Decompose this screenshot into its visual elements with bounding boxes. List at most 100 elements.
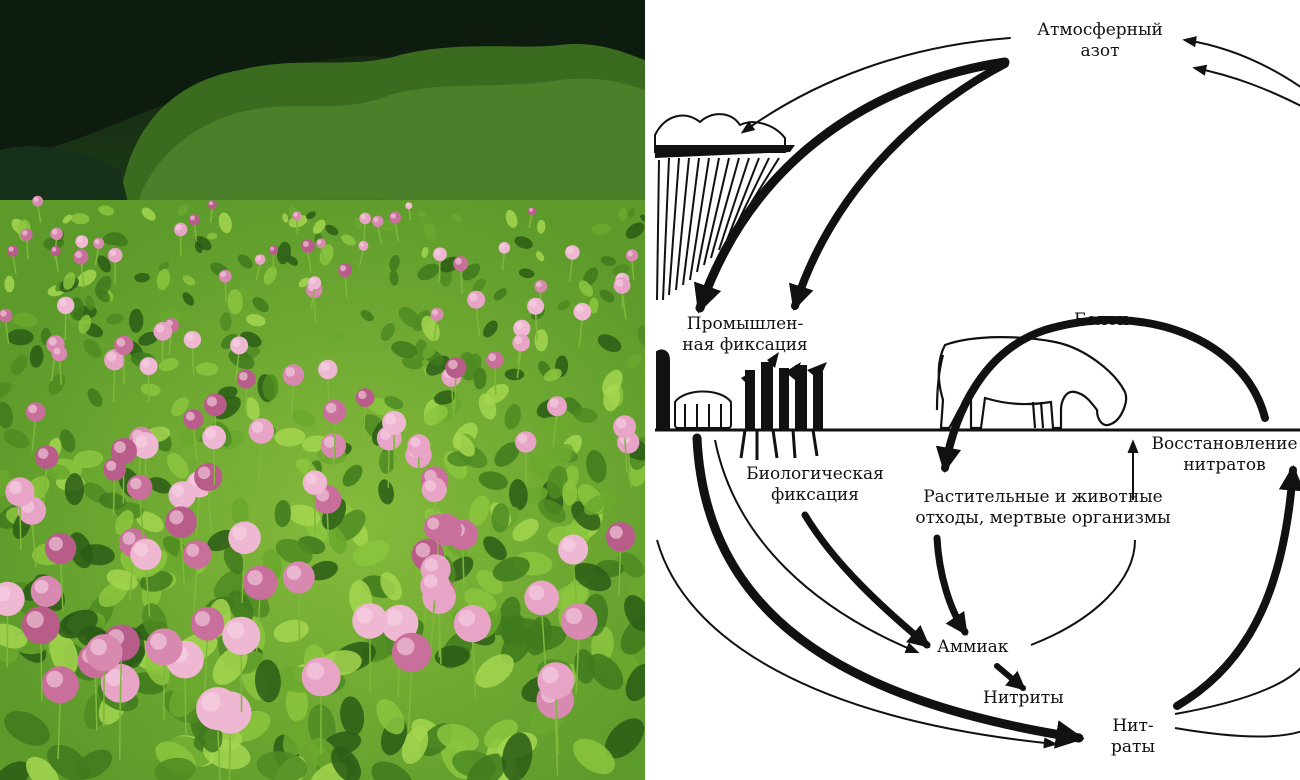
clover-flower-highlight [95,239,100,244]
clover-stem [185,671,186,735]
clover-flower-highlight [340,265,346,271]
clover-flower-highlight [416,543,431,558]
label-waste-line-1: Растительные и животные [883,487,1203,508]
clover-flower-highlight [424,574,438,588]
clover-flower-highlight [256,256,261,261]
clover-flower-highlight [406,203,409,206]
clover-flower-highlight [550,399,559,408]
clover-flower-highlight [287,566,301,580]
label-protein: Белок [1074,310,1128,331]
clover-flower-highlight [114,441,126,453]
clover-flower-highlight [361,214,366,219]
clover-flower-highlight [169,510,183,524]
clover-flower-highlight [307,662,325,680]
clover-flower-highlight [172,485,184,497]
label-waste-line-2: отходы, мертвые организмы [883,508,1203,529]
clover-flower-highlight [435,249,441,255]
clover-flower-highlight [326,403,337,414]
cow-icon [937,337,1126,428]
clover-flower-highlight [358,391,366,399]
clover-flower-highlight [285,367,295,377]
label-atmospheric-nitrogen: Атмосферный азот [1015,20,1185,62]
clover-flower-highlight [9,481,22,494]
clover-flower-highlight [176,225,182,231]
clover-flower-highlight [232,526,247,541]
clover-flower-highlight [310,278,316,284]
clover-flower-highlight [360,242,364,246]
nitrogen-cycle-diagram: Атмосферный азот Промышлен- ная фиксация… [645,0,1300,780]
clover-flower-highlight [542,667,559,684]
clover-flower-highlight [106,461,116,471]
clover-flower-highlight [52,247,57,252]
clover-flower-highlight [515,336,523,344]
clover-flower-highlight [432,309,438,315]
label-nitrates-line-1: Нит- [1093,716,1173,737]
clover-flower-highlight [576,305,584,313]
clover-flower-highlight [628,251,633,256]
clover-field-photo [0,0,645,780]
clover-flower-highlight [252,422,263,433]
clover-flower-highlight [518,434,528,444]
clover-stem [299,587,300,641]
clover-flower-highlight [529,208,533,212]
clover-flower-highlight [46,671,63,688]
factory-icon [657,350,731,428]
clover-leaf [7,329,34,345]
clover-flower-highlight [448,360,458,370]
label-industrial-fixation: Промышлен- ная фиксация [665,314,825,356]
rain-lines [657,158,779,300]
clover-stem [124,351,125,384]
clover-flower-highlight [205,428,216,439]
clover-flower-highlight [293,212,297,216]
label-organic-waste: Растительные и животные отходы, мертвые … [883,487,1203,529]
clover-flower-highlight [38,448,49,459]
label-reduction-line-2: нитратов [1137,455,1300,476]
clover-flower-highlight [317,240,321,244]
label-nitrates-line-2: раты [1093,737,1173,758]
clover-flower-highlight [321,362,330,371]
cloud-base [655,145,795,158]
clover-flower-highlight [54,348,61,355]
clover-flower-highlight [458,610,475,627]
clover-flower-highlight [110,250,117,257]
clover-stem [20,501,21,551]
clover-flower-highlight [107,352,116,361]
plant-icon [741,352,827,460]
clover-flower-highlight [232,339,240,347]
clover-flower-highlight [357,608,373,624]
clover-flower-highlight [529,585,545,601]
clover-flower-highlight [134,543,148,557]
clover-flower-highlight [270,247,274,251]
clover-flower-highlight [566,608,582,624]
clover-flower-highlight [391,213,396,218]
clover-flower-highlight [397,638,415,656]
clover-flower-highlight [156,324,164,332]
clover-stem [65,311,66,340]
clover-flower-highlight [77,237,83,243]
clover-flower-highlight [374,217,379,222]
nitrogen-cycle-graphics [645,0,1300,780]
clover-flower-highlight [0,310,6,316]
clover-field-illustration [0,0,645,780]
clover-flower-highlight [9,247,14,252]
clover-flower-highlight [610,526,623,539]
clover-flower-highlight [201,692,220,711]
clover-stem [388,446,389,488]
clover-flower-highlight [410,437,420,447]
label-biological-fixation: Биологическая фиксация [725,464,905,506]
label-atmospheric-line-1: Атмосферный [1015,20,1185,41]
clover-stem [526,448,527,484]
label-biological-line-2: фиксация [725,485,905,506]
label-ammonia: Аммиак [937,637,1008,658]
clover-flower-highlight [562,538,575,551]
clover-flower-highlight [500,244,505,249]
label-reduction-line-1: Восстановление [1137,434,1300,455]
clover-flower-highlight [27,611,44,628]
clover-flower-highlight [616,279,624,287]
clover-flower-highlight [536,282,542,288]
clover-flower-highlight [488,353,496,361]
clover-flower-highlight [186,333,194,341]
clover-flower-highlight [515,322,523,330]
label-industrial-line-1: Промышлен- [665,314,825,335]
